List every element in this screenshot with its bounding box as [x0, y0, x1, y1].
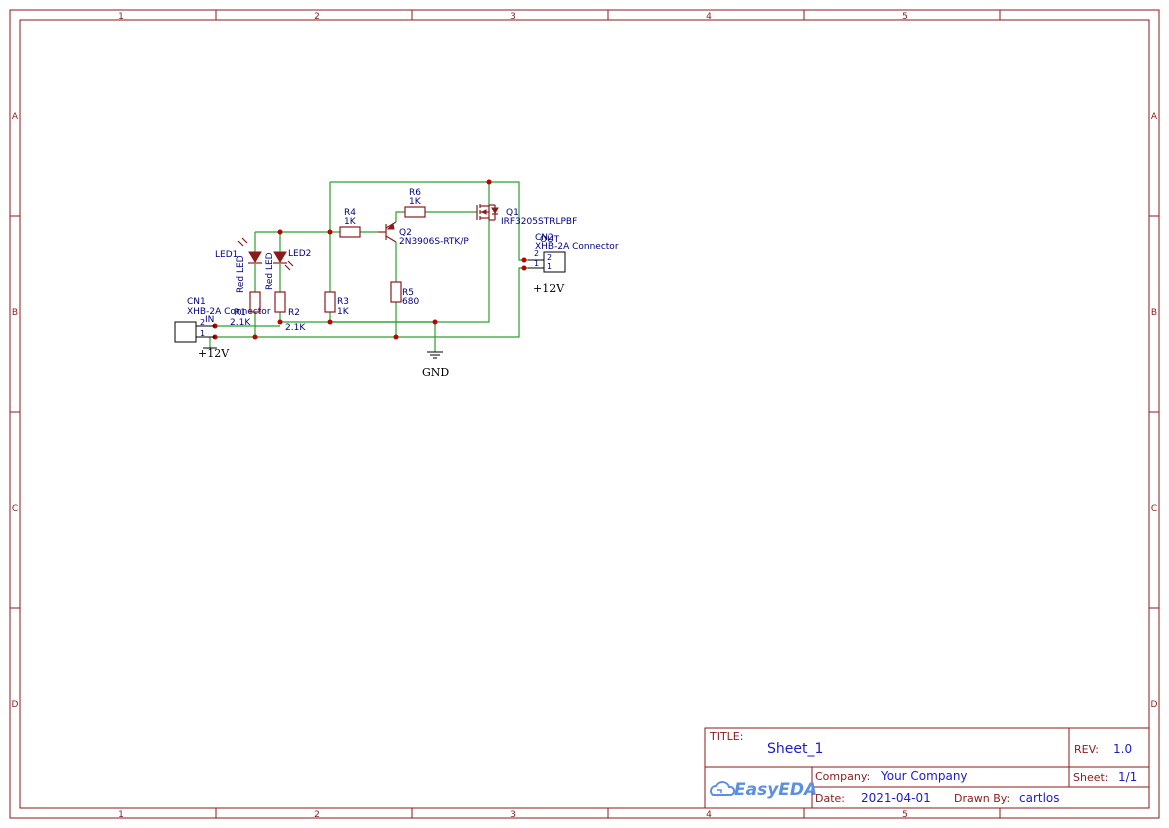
row-label-d-right: D — [1151, 700, 1158, 710]
q2-value: 2N3906S-RTK/P — [399, 237, 469, 247]
cn2-pin1-side: 1 — [534, 259, 539, 268]
junction-dot — [277, 319, 283, 325]
cn1-pin2: 2 — [200, 318, 205, 327]
led2-ref: LED2 — [288, 249, 311, 259]
r3-value: 1K — [337, 307, 350, 317]
led1-value: Red LED — [236, 255, 246, 293]
r6-ref: R6 — [409, 188, 421, 198]
drawn-by-label: Drawn By: — [954, 792, 1010, 805]
r1-value: 2.1K — [230, 318, 251, 328]
resistor-r5[interactable]: R5 680 — [390, 281, 419, 307]
sheet-value: 1/1 — [1118, 770, 1137, 784]
cn2-pin1: 1 — [547, 262, 552, 271]
rev-label: REV: — [1074, 743, 1099, 756]
net-port-vout: +12V — [533, 282, 565, 295]
junction-dot — [486, 179, 492, 185]
r2-ref: R2 — [288, 308, 300, 318]
q1-value: IRF3205STRLPBF — [501, 217, 577, 227]
date-value: 2021-04-01 — [861, 791, 931, 805]
r5-ref: R5 — [402, 288, 414, 298]
col-label-3-top: 3 — [510, 12, 516, 22]
row-label-a-left: A — [12, 112, 19, 122]
junction-dot — [393, 334, 399, 340]
cn2-pin2-side: 2 — [534, 249, 539, 258]
transistor-q2[interactable]: Q2 2N3906S-RTK/P — [378, 221, 469, 247]
date-label: Date: — [815, 792, 845, 805]
col-label-1-top: 1 — [118, 12, 124, 22]
junction-dot — [277, 229, 283, 235]
led1-ref: LED1 — [215, 250, 238, 260]
connector-cn1[interactable]: CN1 XHB-2A Connector 2 1 IN — [174, 297, 271, 343]
r4-ref: R4 — [344, 208, 356, 218]
company-label: Company: — [815, 770, 870, 783]
drawn-by-value: cartlos — [1019, 791, 1060, 805]
junction-dot — [327, 229, 333, 235]
junction-dot — [252, 334, 258, 340]
title-label: TITLE: — [709, 730, 743, 743]
company-value: Your Company — [880, 769, 968, 783]
mosfet-q1[interactable]: Q1 IRF3205STRLPBF — [476, 204, 577, 227]
led1[interactable]: LED1 Red LED — [215, 237, 262, 293]
row-label-b-right: B — [1151, 308, 1157, 318]
col-label-5-top: 5 — [902, 12, 908, 22]
cn1-ref: CN1 — [187, 297, 206, 307]
led2-value: Red LED — [265, 252, 275, 290]
col-label-1-bottom: 1 — [118, 810, 124, 820]
junctions — [212, 179, 527, 340]
resistor-r6[interactable]: R6 1K — [404, 188, 426, 218]
r5-value: 680 — [402, 297, 419, 307]
cn2-ref: CN2 — [535, 233, 554, 243]
q2-ref: Q2 — [399, 228, 412, 238]
resistor-r1[interactable]: R1 2.1K — [230, 291, 261, 328]
row-label-c-right: C — [1151, 504, 1157, 514]
col-label-4-top: 4 — [706, 12, 712, 22]
r1-ref: R1 — [234, 308, 246, 318]
resistor-r2[interactable]: R2 2.1K — [274, 291, 306, 333]
title-value: Sheet_1 — [767, 741, 823, 757]
q1-ref: Q1 — [506, 208, 519, 218]
row-label-b-left: B — [12, 308, 18, 318]
junction-dot — [327, 319, 333, 325]
connector-cn2[interactable]: CN2 XHB-2A Connector 2 1 OUT 2 1 — [528, 233, 619, 273]
junction-dot — [432, 319, 438, 325]
cn2-net-label: OUT — [540, 235, 560, 245]
junction-dot — [521, 265, 527, 271]
row-label-d-left: D — [12, 700, 19, 710]
led2[interactable]: LED2 Red LED — [265, 249, 311, 290]
cn2-pin2: 2 — [547, 253, 552, 262]
r2-value: 2.1K — [285, 323, 306, 333]
col-label-3-bottom: 3 — [510, 810, 516, 820]
gnd-symbol: GND — [422, 351, 449, 379]
cn2-value: XHB-2A Connector — [535, 242, 619, 252]
brand-name: EasyEDA — [734, 780, 817, 800]
vin-label: +12V — [198, 347, 230, 360]
r4-value: 1K — [344, 217, 357, 227]
net-port-vin: +12V — [198, 347, 230, 360]
cn1-net-label: IN — [205, 315, 214, 325]
rev-value: 1.0 — [1113, 742, 1132, 756]
r6-value: 1K — [409, 197, 422, 207]
cn1-pin1: 1 — [200, 329, 205, 338]
col-label-2-bottom: 2 — [314, 810, 320, 820]
resistor-r4[interactable]: R4 1K — [339, 208, 361, 238]
vout-label: +12V — [533, 282, 565, 295]
gnd-label: GND — [422, 366, 449, 379]
cn1-value: XHB-2A Connector — [187, 307, 271, 317]
junction-dot — [521, 257, 527, 263]
r3-ref: R3 — [337, 297, 349, 307]
col-label-5-bottom: 5 — [902, 810, 908, 820]
cloud-logo-icon — [710, 781, 736, 796]
row-label-c-left: C — [12, 504, 18, 514]
resistor-r3[interactable]: R3 1K — [324, 291, 350, 317]
row-label-a-right: A — [1151, 112, 1158, 122]
title-block: TITLE: Sheet_1 REV: 1.0 Company: Your Co… — [704, 727, 1150, 809]
sheet-frame: 1 2 3 4 5 1 2 3 4 5 A B C D A B C D — [9, 9, 1160, 820]
col-label-2-top: 2 — [314, 12, 320, 22]
sheet-label: Sheet: — [1073, 771, 1109, 784]
col-label-4-bottom: 4 — [706, 810, 712, 820]
